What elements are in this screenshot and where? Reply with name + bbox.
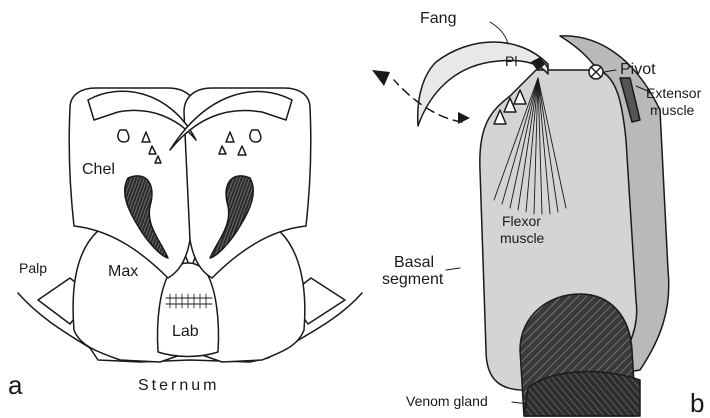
label-chel: Chel (82, 161, 115, 179)
label-lab: Lab (172, 323, 199, 341)
label-sternum: Sternum (138, 377, 219, 395)
panel-b-letter: b (690, 390, 704, 416)
label-flexor-2: muscle (500, 231, 544, 246)
label-pivot: Pivot (620, 61, 656, 79)
label-basal-2: segment (382, 271, 443, 289)
panel-a-drawing (18, 88, 362, 362)
label-pl: Pl (505, 54, 517, 69)
label-flexor-1: Flexor (502, 214, 541, 229)
label-extensor-2: muscle (650, 103, 694, 118)
label-max: Max (108, 263, 138, 281)
label-venom-gland: Venom gland (406, 394, 488, 409)
panel-a-letter: a (8, 372, 22, 398)
label-basal-1: Basal (394, 254, 434, 272)
label-palp: Palp (19, 261, 47, 276)
label-fang: Fang (420, 10, 456, 28)
label-extensor-1: Extensor (646, 86, 701, 101)
